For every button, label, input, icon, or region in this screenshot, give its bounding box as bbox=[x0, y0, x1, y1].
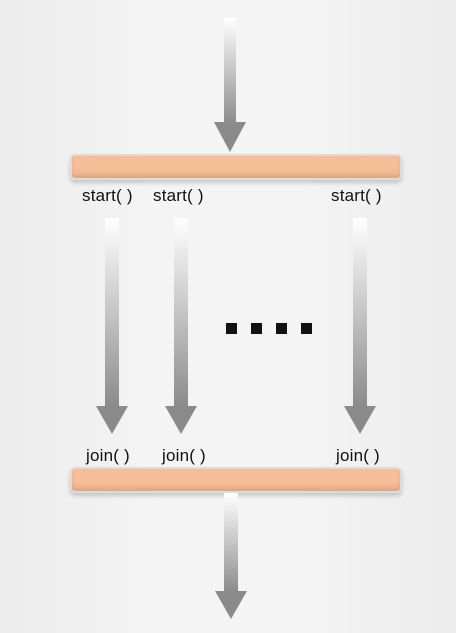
ellipsis-dots-icon bbox=[226, 323, 312, 334]
start-label-3: start( ) bbox=[331, 186, 382, 205]
dot bbox=[276, 323, 287, 334]
outgoing-arrow-icon bbox=[215, 493, 247, 619]
join-label-3: join( ) bbox=[336, 446, 380, 465]
start-label-2: start( ) bbox=[153, 186, 204, 205]
thread-arrow-3-icon bbox=[344, 218, 376, 434]
join-bar bbox=[70, 467, 402, 493]
join-label-2: join( ) bbox=[162, 446, 206, 465]
dot bbox=[301, 323, 312, 334]
start-label-1: start( ) bbox=[82, 186, 133, 205]
fork-bar bbox=[70, 154, 402, 180]
join-label-1: join( ) bbox=[86, 446, 130, 465]
dot bbox=[226, 323, 237, 334]
incoming-arrow-icon bbox=[214, 18, 246, 152]
dot bbox=[251, 323, 262, 334]
thread-arrow-1-icon bbox=[96, 218, 128, 434]
thread-arrow-2-icon bbox=[165, 218, 197, 434]
